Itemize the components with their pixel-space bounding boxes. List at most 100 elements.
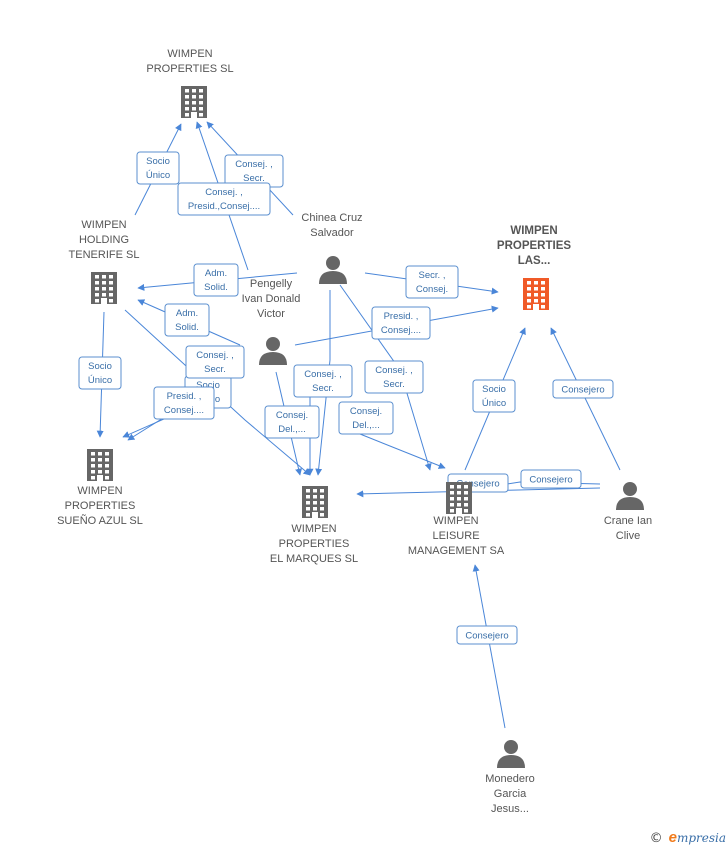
building-window — [306, 507, 310, 511]
building-window — [105, 476, 109, 480]
edge-label-text: Consej.... — [381, 325, 421, 336]
person-icon — [616, 482, 644, 510]
building-window — [306, 501, 310, 505]
building-window — [95, 299, 99, 303]
edge-label-box — [164, 303, 210, 337]
edge-label-l11[interactable]: Presid. ,Consej.... — [153, 386, 215, 420]
person-body — [497, 755, 525, 768]
edge-label-text: Único — [482, 398, 506, 409]
person-body — [259, 352, 287, 365]
edge-label-box — [520, 469, 582, 489]
edge-label-l15[interactable]: Consej.Del.,... — [338, 401, 394, 435]
building-window — [450, 491, 454, 495]
node-label: WIMPEN — [510, 225, 557, 237]
edge-label-l5[interactable]: Adm.Solid. — [164, 303, 210, 337]
edge-label-l13[interactable]: Consej. ,Secr. — [364, 360, 424, 394]
building-window — [534, 293, 538, 297]
edge-9 — [124, 309, 311, 476]
building-window — [199, 101, 203, 105]
building-icon — [87, 449, 113, 481]
building-window — [91, 458, 95, 462]
brand-footer[interactable]: ©empresia — [650, 829, 726, 846]
node-label: Salvador — [310, 227, 354, 239]
edge-label-box — [472, 379, 516, 413]
building-window — [306, 495, 310, 499]
edge-label-l19[interactable]: Consejero — [520, 469, 582, 489]
node-label: Monedero — [485, 773, 535, 785]
edge-label-text: Único — [88, 375, 112, 386]
edge-label-box — [364, 360, 424, 394]
edge-label-l14[interactable]: Consej.Del.,... — [264, 405, 320, 439]
edge-label-l4[interactable]: Adm. Solid. — [193, 263, 239, 297]
edge-label-l2[interactable]: Consej. ,Secr. — [224, 154, 284, 188]
building-window — [534, 281, 538, 285]
node-label: HOLDING — [79, 234, 129, 246]
node-label: LAS... — [518, 255, 551, 267]
building-window — [109, 293, 113, 297]
edge-label-text: Consejero — [529, 475, 572, 486]
building-door — [533, 304, 539, 310]
edge-label-box — [264, 405, 320, 439]
edge-label-box — [338, 401, 394, 435]
building-window — [450, 485, 454, 489]
edge-label-box — [185, 345, 245, 379]
edge-label-l12[interactable]: Consej. ,Secr. — [293, 364, 353, 398]
building-window — [199, 89, 203, 93]
edge-label-l10[interactable]: Consej. ,Secr. — [185, 345, 245, 379]
edge-label-text: Adm. — [205, 268, 227, 279]
building-window — [541, 281, 545, 285]
building-icon — [302, 486, 328, 518]
building-window — [527, 299, 531, 303]
building-window — [541, 287, 545, 291]
building-window — [450, 503, 454, 507]
edge-label-text: Adm. — [176, 308, 198, 319]
edge-label-text: Consej.... — [164, 405, 204, 416]
building-window — [192, 101, 196, 105]
node-label: PROPERTIES — [279, 538, 350, 550]
building-window — [109, 275, 113, 279]
edge-label-text: Socio — [196, 380, 220, 391]
edge-label-l20[interactable]: Consejero — [456, 625, 518, 645]
building-window — [313, 501, 317, 505]
building-window — [185, 101, 189, 105]
edge-21 — [472, 564, 506, 729]
edge-label-box — [78, 356, 122, 390]
edge-label-l7[interactable]: Presid. ,Consej.... — [371, 306, 431, 340]
building-window — [105, 470, 109, 474]
building-window — [95, 275, 99, 279]
edge-label-text: Consej. , — [196, 350, 234, 361]
node-monedero[interactable]: MonederoGarciaJesus... — [485, 740, 535, 815]
node-label: Ivan Donald — [242, 293, 301, 305]
edge-label-text: Secr. — [312, 383, 334, 394]
building-window — [98, 470, 102, 474]
edge-label-text: Secr. — [383, 379, 405, 390]
person-head — [326, 256, 340, 270]
building-window — [105, 452, 109, 456]
person-icon — [319, 256, 347, 284]
node-wpl[interactable]: WIMPEN PROPERTIES LAS... — [497, 225, 571, 310]
edge-label-l6[interactable]: Secr. ,Consej. — [405, 265, 459, 299]
building-window — [185, 113, 189, 117]
edge-label-l17[interactable]: Consejero — [552, 379, 614, 399]
building-window — [450, 497, 454, 501]
node-label: PROPERTIES — [497, 240, 571, 252]
node-label: Chinea Cruz — [301, 212, 362, 224]
person-icon — [497, 740, 525, 768]
edge-label-text: Consej. — [350, 406, 382, 417]
edge-label-l3[interactable]: Consej. ,Presid.,Consej.... — [177, 182, 271, 216]
edge-label-text: Solid. — [204, 282, 228, 293]
node-label: Jesus... — [491, 803, 529, 815]
edge-label-box — [153, 386, 215, 420]
building-door — [456, 508, 462, 514]
